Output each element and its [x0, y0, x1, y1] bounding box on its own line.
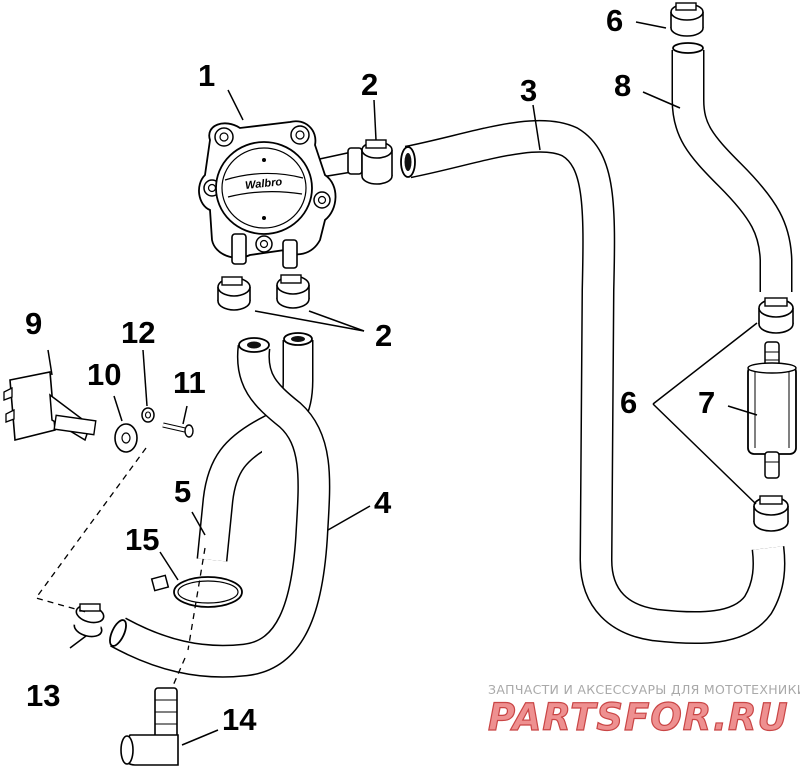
- screw-11: [162, 422, 194, 438]
- clamp-13: [72, 603, 105, 638]
- callout-2-outlet-clamp: 2: [361, 67, 378, 102]
- callout-4: 4: [374, 485, 392, 520]
- fuel-filter: [747, 341, 797, 479]
- callout-7: 7: [698, 385, 715, 420]
- clamp-6-filter-top: [758, 297, 794, 334]
- callout-2-inlet-clamps: 2: [375, 318, 392, 353]
- clamp-6-filter-bottom: [753, 495, 789, 532]
- callout-8: 8: [614, 68, 631, 103]
- watermark-brand: PARTSFOR.RU: [488, 696, 789, 739]
- leader-lines: [47, 21, 758, 746]
- elbow-fitting-14: [120, 687, 179, 766]
- callout-6-top-clamp: 6: [606, 3, 623, 38]
- callout-6-filter-clamps: 6: [620, 385, 637, 420]
- hose-5-bore: [291, 336, 305, 342]
- callout-9: 9: [25, 306, 42, 341]
- hose-3: [400, 119, 786, 645]
- callout-13: 13: [26, 678, 60, 713]
- watermark-tagline: ЗАПЧАСТИ И АКСЕССУАРЫ ДЛЯ МОТОТЕХНИКИ: [488, 682, 800, 697]
- callout-10: 10: [87, 357, 121, 392]
- washer-12: [141, 407, 155, 423]
- grommet-10: [114, 423, 138, 453]
- clamp-6-top: [670, 2, 704, 37]
- hose-4: [109, 337, 331, 678]
- clamp-2-outlet: [361, 139, 393, 185]
- callout-1: 1: [198, 58, 215, 93]
- callout-15: 15: [125, 522, 159, 557]
- pump-brand-label: Walbro: [245, 176, 283, 192]
- callout-3: 3: [520, 73, 537, 108]
- clamp-2-inlet-right: [276, 274, 310, 309]
- callout-5: 5: [174, 474, 191, 509]
- watermark: ЗАПЧАСТИ И АКСЕССУАРЫ ДЛЯ МОТОТЕХНИКИ PA…: [487, 682, 800, 740]
- clamp-2-inlet-left: [217, 276, 251, 311]
- callout-12: 12: [121, 315, 155, 350]
- assembly-dashes: [34, 447, 206, 689]
- callouts: 1 2 3 6 8 2 9 12 10 11 6 7 4 5 15 13 14: [25, 3, 715, 737]
- solenoid-9: [3, 371, 97, 442]
- fuel-pump: Walbro: [198, 120, 363, 269]
- callout-11: 11: [173, 365, 206, 400]
- clamp-15: [150, 574, 243, 608]
- callout-14: 14: [222, 702, 257, 737]
- hose-8: [671, 42, 793, 292]
